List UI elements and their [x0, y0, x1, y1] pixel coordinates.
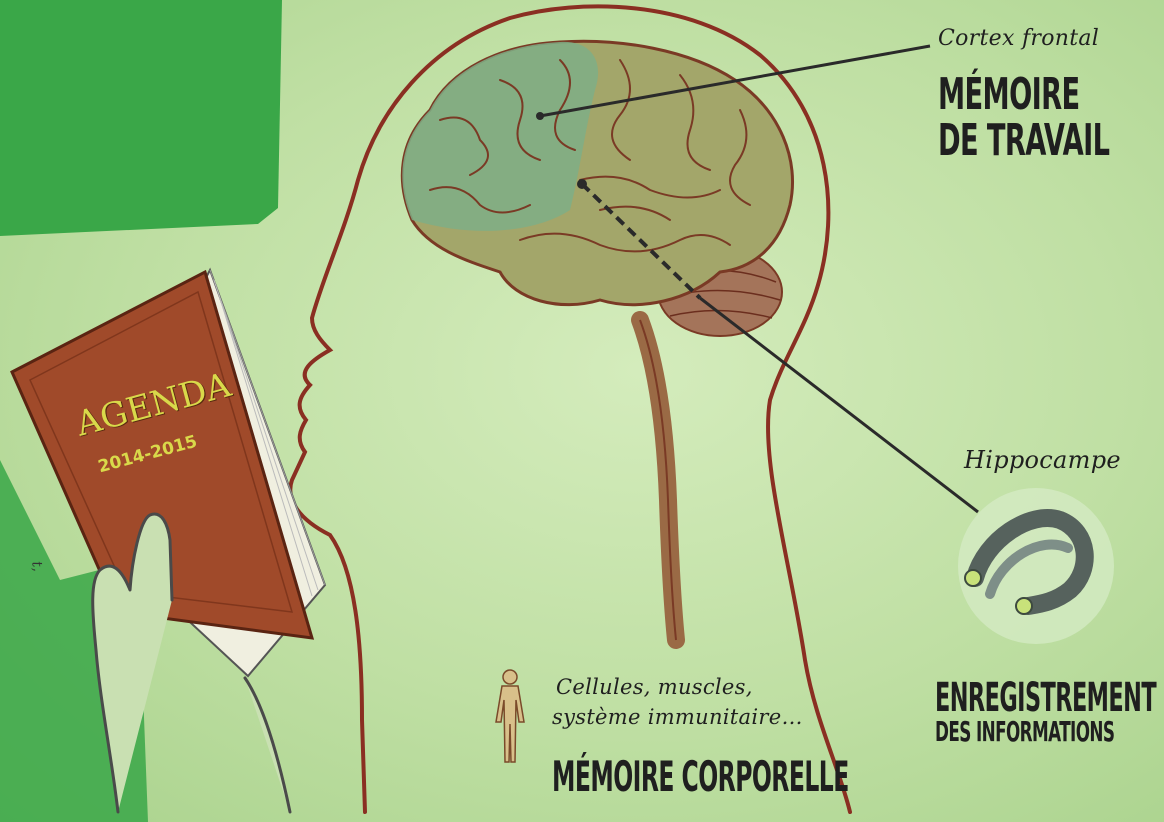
body-memory-title: MÉMOIRE CORPORELLE: [552, 752, 849, 801]
working-memory-title: MÉMOIRE DE TRAVAIL: [938, 72, 1109, 164]
hippocampus-pointer-line: [700, 298, 978, 512]
working-memory-title-line2: DE TRAVAIL: [938, 118, 1109, 164]
cortex-label: Cortex frontal: [938, 26, 1099, 51]
body-memory-caption-line2: système immunitaire…: [552, 705, 803, 729]
hippocampus-label: Hippocampe: [964, 446, 1121, 474]
dark-green-panel-top-left: [0, 0, 282, 236]
body-memory-caption-line1: Cellules, muscles,: [556, 675, 753, 699]
spinal-cord: [640, 320, 676, 640]
recording-subtitle: DES INFORMATIONS: [935, 715, 1114, 748]
working-memory-title-line1: MÉMOIRE: [938, 72, 1109, 118]
human-figure-icon: [496, 670, 524, 762]
